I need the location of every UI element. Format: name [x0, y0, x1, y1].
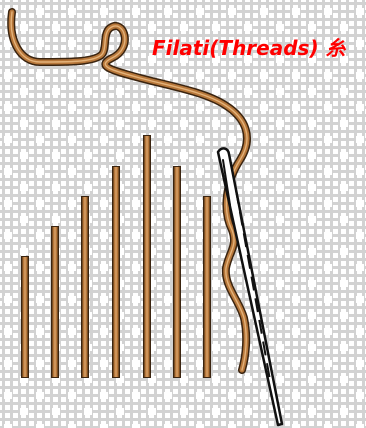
stitch: [203, 196, 211, 378]
stitch: [51, 226, 59, 378]
stitch-highlight: [146, 136, 148, 377]
stitch-highlight: [54, 227, 56, 377]
stitch-highlight: [24, 257, 26, 377]
stitch: [143, 135, 151, 378]
stitch-highlight: [176, 167, 178, 377]
stitch-highlight: [115, 167, 117, 377]
stitch: [21, 256, 29, 378]
stitch: [81, 196, 89, 378]
stitch-group: [21, 135, 211, 378]
title-text: Filati(Threads) 糸: [152, 36, 347, 60]
stitch: [112, 166, 120, 378]
thread-highlight: [10, 11, 248, 371]
stitch-highlight: [206, 197, 208, 377]
embroidery-needle-icon: [216, 147, 284, 427]
stitch: [173, 166, 181, 378]
stitch-highlight: [84, 197, 86, 377]
